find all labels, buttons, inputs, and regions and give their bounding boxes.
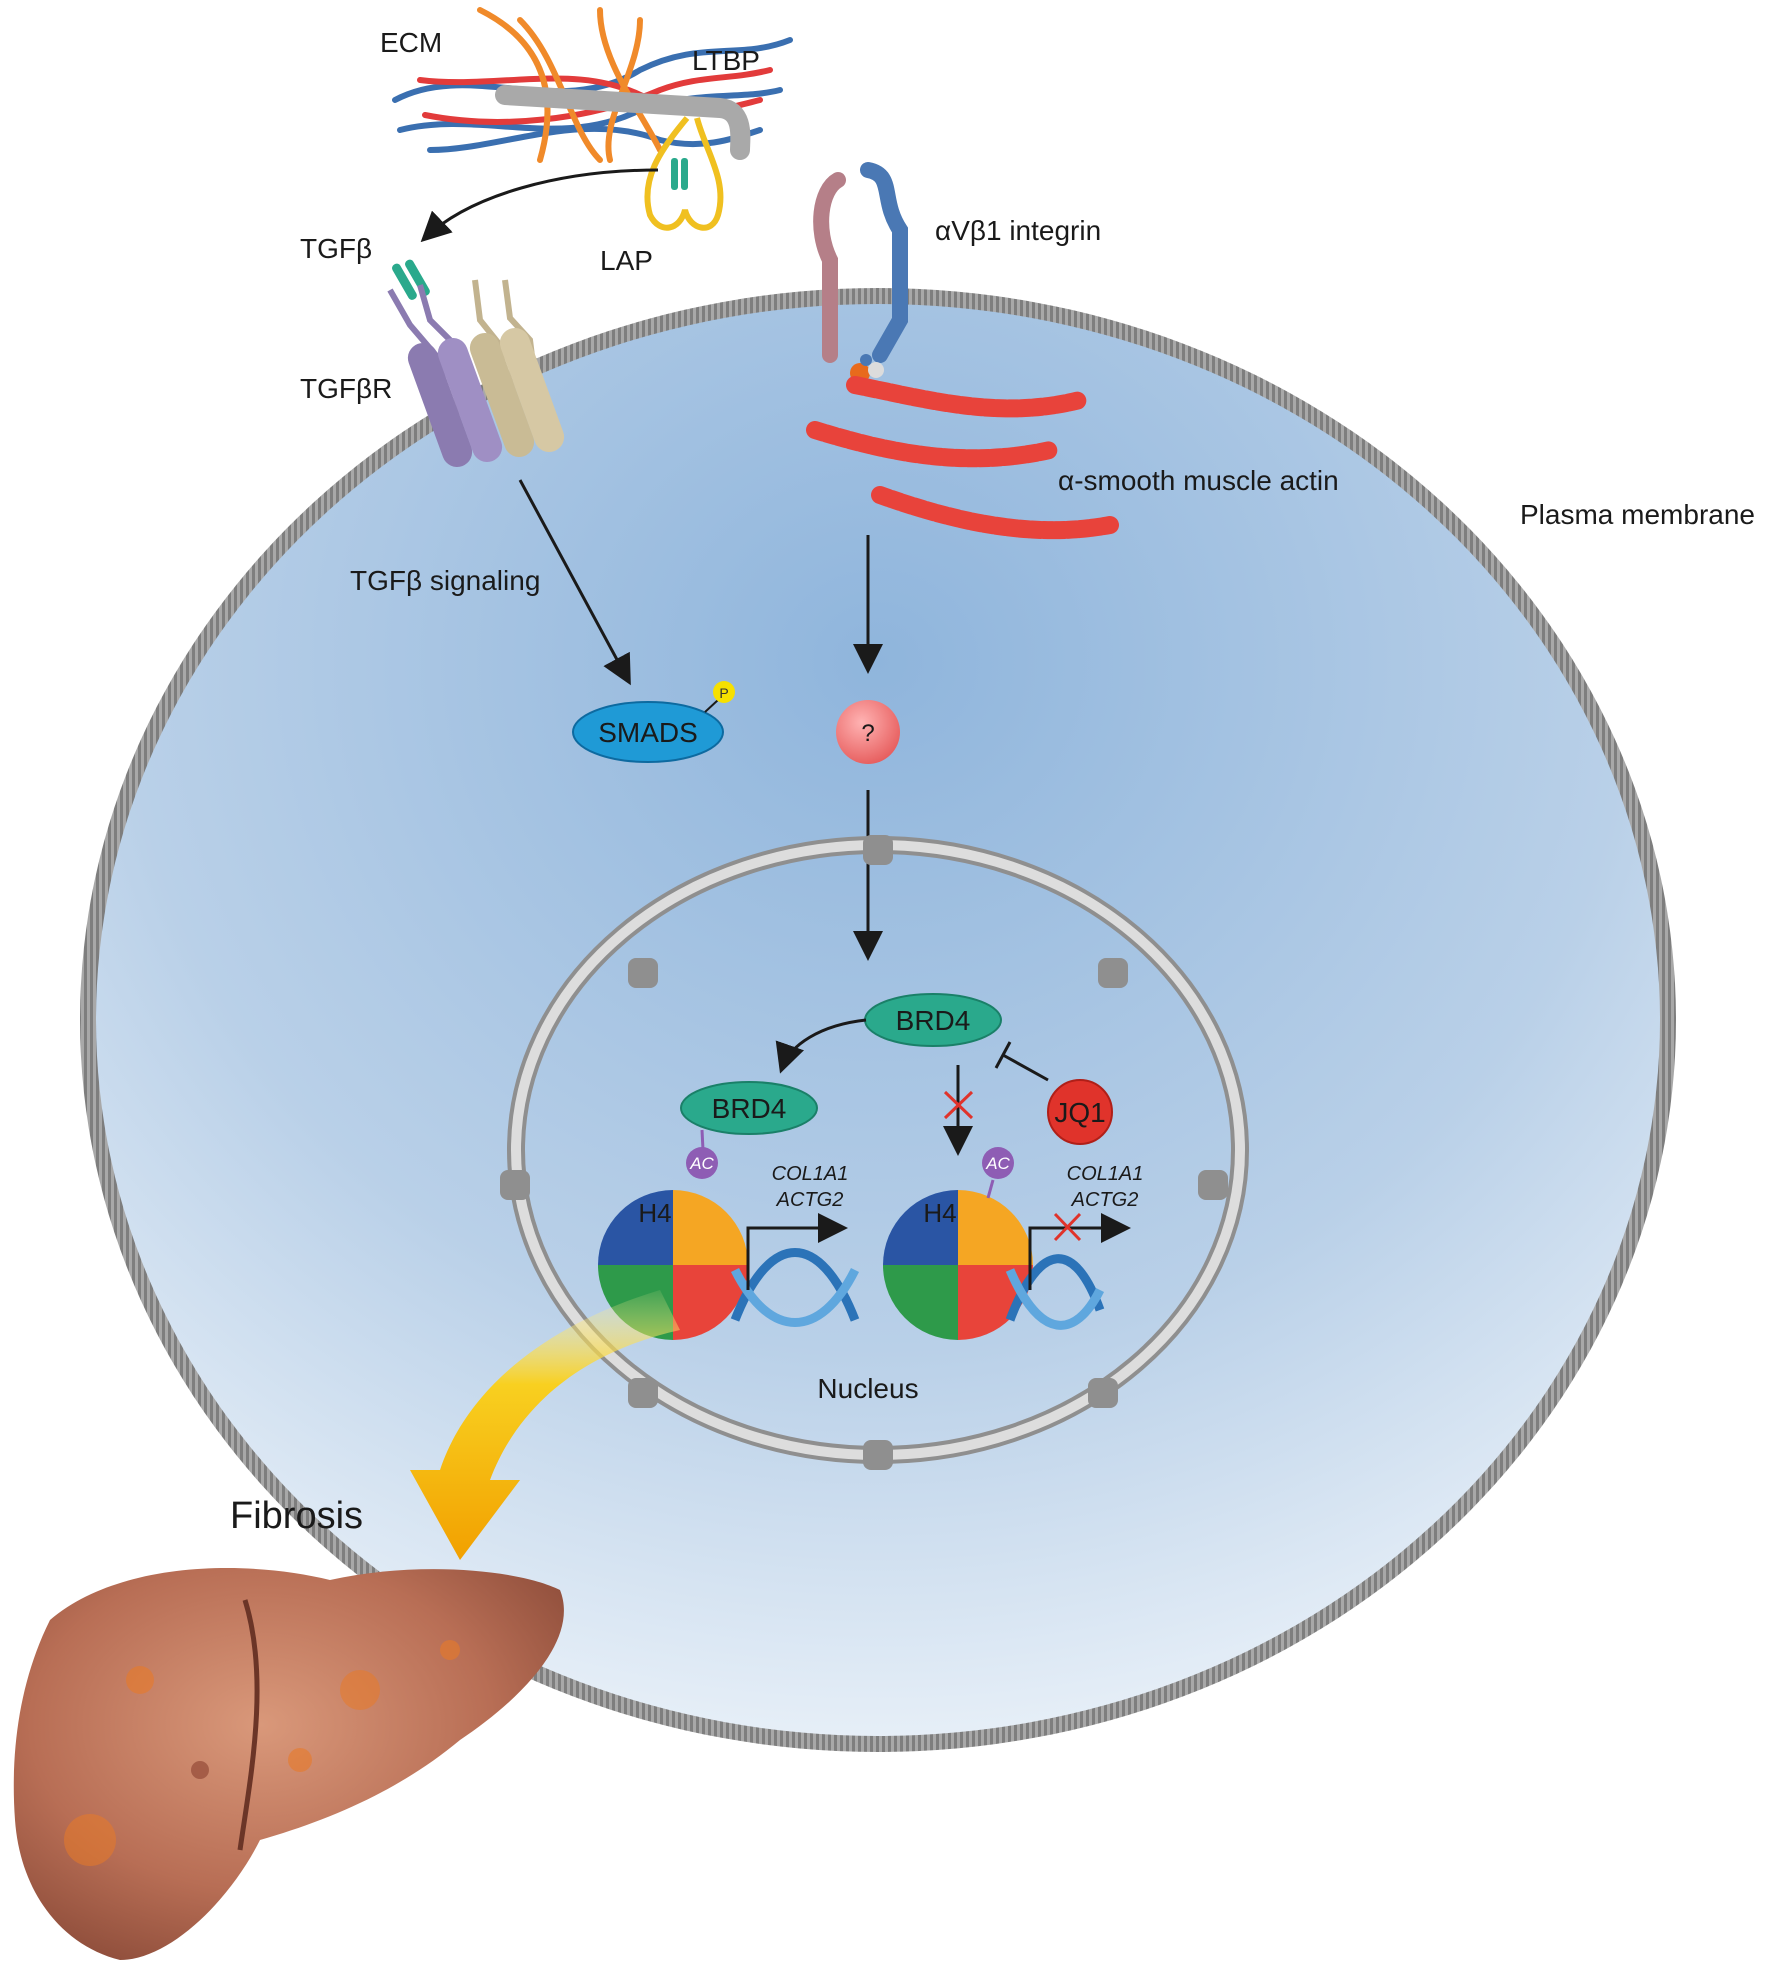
phospho-label: P [719, 685, 728, 701]
ac-right-label: AC [985, 1154, 1010, 1173]
tgfb-ligand [392, 259, 430, 300]
brd4-bound-label: BRD4 [712, 1093, 787, 1124]
nucleus [500, 835, 1249, 1470]
transcription-arrow-left [746, 1213, 848, 1290]
ecm-fibers [392, 7, 793, 163]
tgfbr-label: TGFβR [300, 373, 392, 404]
integrin-label: αVβ1 integrin [935, 215, 1101, 246]
smooth-muscle-actin [806, 376, 1119, 540]
actin-label: α-smooth muscle actin [1058, 465, 1339, 496]
acetyl-left [686, 1147, 718, 1179]
ltbp-label: LTBP [692, 45, 760, 76]
plasma-membrane-label: Plasma membrane [1520, 499, 1755, 530]
lap-label: LAP [600, 245, 653, 276]
jq1-node [1047, 1079, 1113, 1145]
fibrosis-label: Fibrosis [230, 1495, 363, 1537]
unknown-mediator [836, 700, 900, 764]
h4-right-label: H4 [923, 1198, 956, 1228]
jq1-inhibit-line [1002, 1053, 1049, 1082]
nucleus-label: Nucleus [817, 1373, 918, 1404]
acetyl-right [982, 1147, 1014, 1179]
jq1-label: JQ1 [1054, 1097, 1105, 1128]
brd4-free-label: BRD4 [896, 1005, 971, 1036]
gene1-left-label: COL1A1 [772, 1163, 849, 1185]
unknown-label: ? [861, 720, 874, 747]
phosphate-icon [713, 681, 735, 703]
ecm-label: ECM [380, 27, 442, 58]
lap [644, 116, 724, 231]
brd4-bound [680, 1081, 818, 1135]
red-x-icon [943, 1090, 974, 1120]
ac-left-label: AC [689, 1154, 714, 1173]
integrin [813, 162, 908, 383]
inhibit-bar [994, 1041, 1012, 1069]
h4-left-label: H4 [638, 1198, 671, 1228]
smads-node [572, 681, 735, 763]
smads-label: SMADS [598, 717, 698, 748]
tgfb-latent [671, 158, 688, 190]
tgfb-label: TGFβ [300, 233, 372, 264]
gene2-right-label: ACTG2 [1071, 1189, 1139, 1211]
fibrotic-liver-image [13, 1568, 564, 1960]
nuclear-pore-icon [500, 835, 1228, 1470]
transcription-arrow-right [1028, 1213, 1131, 1290]
tgfb-signaling-label: TGFβ signaling [350, 565, 540, 596]
tgfb-signaling-arrow [518, 479, 631, 686]
dna-right [1005, 1254, 1105, 1330]
fibrosis-arrow [410, 1290, 680, 1560]
gene1-right-label: COL1A1 [1067, 1163, 1144, 1185]
release-arrow [420, 168, 659, 243]
red-x-icon [1053, 1212, 1082, 1242]
dna-left [730, 1248, 860, 1327]
brd4-recruit-arrow [775, 1018, 867, 1074]
ltbp [495, 85, 751, 160]
gene2-left-label: ACTG2 [776, 1189, 844, 1211]
tgfb-receptor [387, 279, 565, 467]
